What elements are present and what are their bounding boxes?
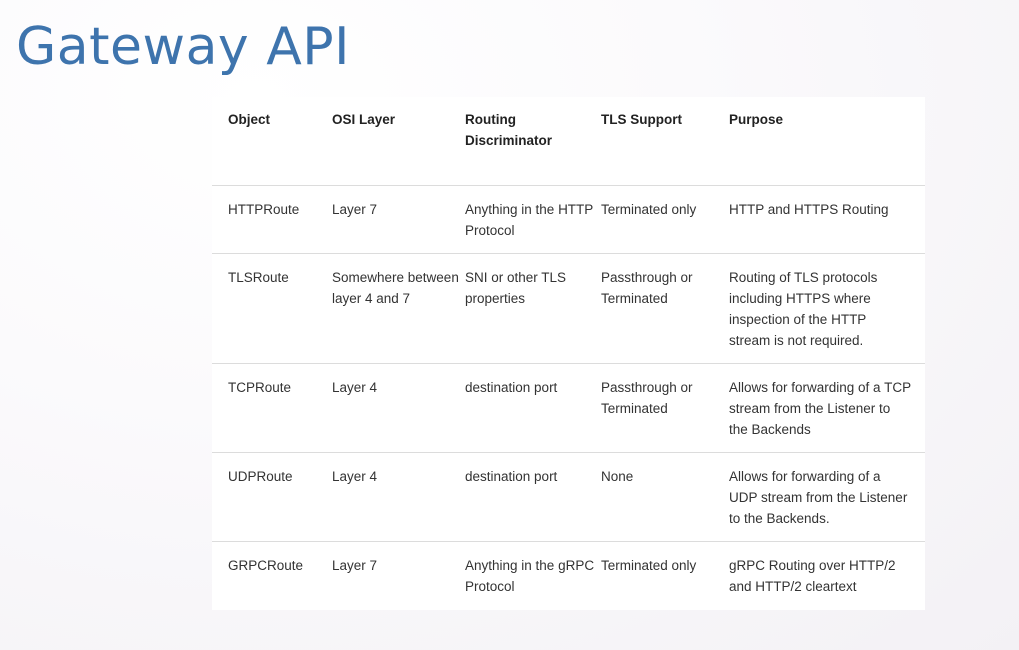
cell-object: UDPRoute <box>228 469 293 484</box>
table-row: HTTPRoute Layer 7 Anything in the HTTP P… <box>212 185 925 254</box>
table-header-row: Object OSI Layer Routing Discriminator T… <box>212 97 925 186</box>
cell-routing-discriminator: destination port <box>465 380 558 395</box>
cell-osi-layer: Somewhere between layer 4 and 7 <box>332 270 459 306</box>
cell-purpose: Allows for forwarding of a TCP stream fr… <box>729 380 911 437</box>
cell-object: GRPCRoute <box>228 558 304 573</box>
gateway-api-table-card: Object OSI Layer Routing Discriminator T… <box>212 97 925 610</box>
cell-routing-discriminator: destination port <box>465 469 558 484</box>
header-purpose: Purpose <box>729 112 784 127</box>
cell-object: HTTPRoute <box>228 202 300 217</box>
cell-purpose: HTTP and HTTPS Routing <box>729 202 889 217</box>
cell-osi-layer: Layer 4 <box>332 469 378 484</box>
cell-osi-layer: Layer 4 <box>332 380 378 395</box>
header-object: Object <box>228 112 271 127</box>
cell-tls-support: None <box>601 469 634 484</box>
cell-purpose: Allows for forwarding of a UDP stream fr… <box>729 469 908 526</box>
cell-routing-discriminator: Anything in the HTTP Protocol <box>465 202 594 238</box>
cell-object: TLSRoute <box>228 270 289 285</box>
page-title: Gateway API <box>16 17 351 77</box>
table-row: GRPCRoute Layer 7 Anything in the gRPC P… <box>212 541 925 608</box>
header-osi-layer: OSI Layer <box>332 112 396 127</box>
cell-routing-discriminator: Anything in the gRPC Protocol <box>465 558 595 594</box>
cell-routing-discriminator: SNI or other TLS properties <box>465 270 567 306</box>
table-row: TLSRoute Somewhere between layer 4 and 7… <box>212 253 925 364</box>
table-row: TCPRoute Layer 4 destination port Passth… <box>212 363 925 453</box>
cell-purpose: Routing of TLS protocols including HTTPS… <box>729 270 878 348</box>
header-tls-support: TLS Support <box>601 112 682 127</box>
table-row: UDPRoute Layer 4 destination port None A… <box>212 452 925 542</box>
gateway-api-table: Object OSI Layer Routing Discriminator T… <box>212 97 925 608</box>
header-routing-discriminator: Routing Discriminator <box>465 112 553 148</box>
cell-osi-layer: Layer 7 <box>332 202 378 217</box>
cell-tls-support: Passthrough or Terminated <box>601 380 693 416</box>
cell-osi-layer: Layer 7 <box>332 558 378 573</box>
cell-tls-support: Terminated only <box>601 558 697 573</box>
cell-purpose: gRPC Routing over HTTP/2 and HTTP/2 clea… <box>729 558 896 594</box>
cell-tls-support: Passthrough or Terminated <box>601 270 693 306</box>
cell-object: TCPRoute <box>228 380 292 395</box>
cell-tls-support: Terminated only <box>601 202 697 217</box>
